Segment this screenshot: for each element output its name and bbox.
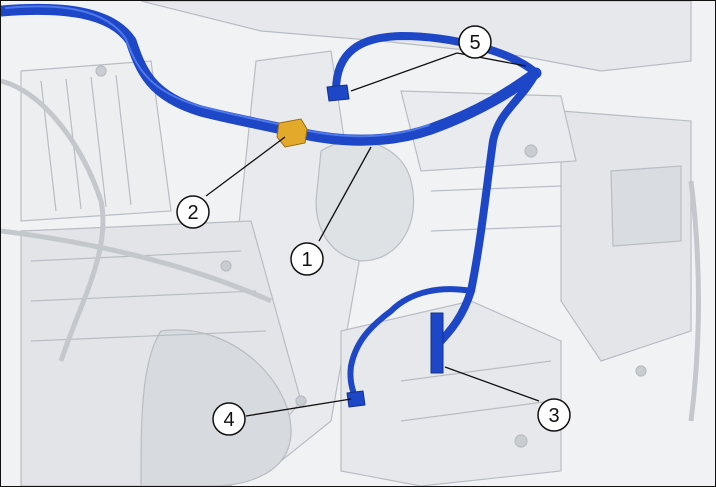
leader-1 [318,146,372,242]
leader-3a [444,366,540,402]
harness-branch-4 [347,286,474,400]
callout-1-label: 1 [301,249,312,271]
wiring-harness [1,3,542,408]
callout-5: 5 [458,25,492,59]
callout-4: 4 [212,402,246,436]
connector-4 [346,390,366,408]
callout-5-label: 5 [469,32,480,54]
fasteners [95,65,647,448]
rib-lines [30,74,562,422]
leader-lines [205,52,540,417]
harness-highlight [5,5,430,138]
leader-2 [205,136,286,197]
callout-3-label: 3 [548,405,559,427]
leader-5a [350,52,458,92]
leader-4 [245,398,352,417]
vehicle-structure [1,1,701,486]
connector-5 [326,84,350,102]
callout-1: 1 [290,242,324,276]
harness-loop-5 [332,32,540,95]
harness-drop-3 [432,69,540,350]
callout-3: 3 [537,398,571,432]
callout-2: 2 [176,195,210,229]
left-ribs [20,60,172,222]
connector-3 [430,312,444,374]
tubes [1,78,701,422]
callout-2-label: 2 [187,202,198,224]
right-bracket [610,165,682,247]
callout-4-label: 4 [223,409,234,431]
blower-wheel [140,329,292,486]
harness-clip [276,118,308,148]
